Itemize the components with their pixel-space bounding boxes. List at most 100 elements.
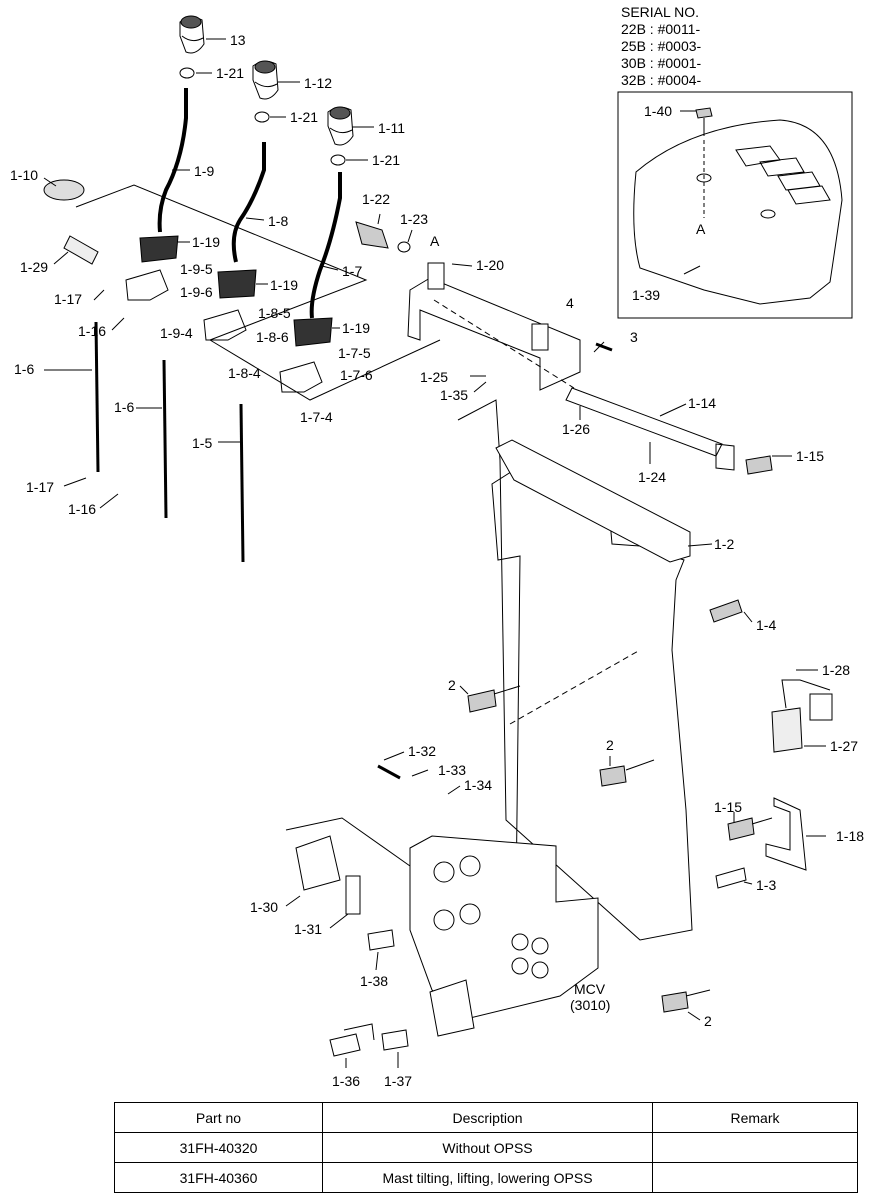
fitting-1-37 <box>381 1029 409 1051</box>
cover-1-39 <box>633 119 843 305</box>
callout-1-12: 1-12 <box>304 75 332 91</box>
serial-line-25b: 25B : #0003- <box>621 38 702 54</box>
nut-1-21-b <box>254 111 270 123</box>
bolt-2-c <box>661 989 711 1013</box>
callout-1-19-c: 1-19 <box>342 320 370 336</box>
callout-1-4: 1-4 <box>756 617 776 633</box>
callout-1-9: 1-9 <box>194 163 214 179</box>
rod-1-6-a <box>94 321 100 473</box>
knob-1-12 <box>252 60 279 100</box>
bolt-1-15-a <box>745 455 773 475</box>
callout-1-6-b: 1-6 <box>114 399 134 415</box>
bracket-outline-2 <box>209 339 441 401</box>
nut-1-21-a <box>179 67 195 79</box>
callout-1-21-b: 1-21 <box>290 109 318 125</box>
bolt-1-32 <box>377 764 401 780</box>
callout-a-1: A <box>430 233 440 249</box>
callout-1-27: 1-27 <box>830 738 858 754</box>
bracket-1-20 <box>407 277 581 391</box>
callout-1-39: 1-39 <box>632 287 660 303</box>
boot-1-19-c <box>293 317 333 347</box>
bracket-1-30 <box>295 835 341 891</box>
callout-1-16-b: 1-16 <box>68 501 96 517</box>
callout-1-8-4: 1-8-4 <box>228 365 261 381</box>
sensor-1-27 <box>771 707 803 753</box>
plug-1-10 <box>43 179 85 201</box>
callout-1-2: 1-2 <box>714 536 734 552</box>
table-row: 31FH-40320 Without OPSS <box>114 1132 858 1163</box>
parts-table-header-row: Part no Description Remark <box>114 1102 858 1133</box>
callout-1-19-a: 1-19 <box>192 234 220 250</box>
callout-1-9-4: 1-9-4 <box>160 325 193 341</box>
bracket-outline-1 <box>75 184 368 341</box>
bolt-1-15-b <box>727 817 773 841</box>
callout-1-35: 1-35 <box>440 387 468 403</box>
lever-base-3 <box>279 361 323 393</box>
tube-1-29 <box>63 235 99 265</box>
cover-inset-box <box>617 91 853 319</box>
shaft-1-14-end <box>715 443 735 471</box>
callout-1-3: 1-3 <box>756 877 776 893</box>
callout-1-23: 1-23 <box>400 211 428 227</box>
parts-diagram: 13 1-12 1-11 1-21 1-21 1-21 1-10 1-9 1-8… <box>10 15 864 1089</box>
cell-remark <box>652 1132 858 1163</box>
dashed-guides <box>433 299 641 725</box>
serial-line-22b: 22B : #0011- <box>621 21 701 37</box>
bolt-2-a <box>467 685 521 713</box>
callout-1-25: 1-25 <box>420 369 448 385</box>
lever-base-1 <box>125 269 169 301</box>
callout-1-24: 1-24 <box>638 469 666 485</box>
header-description: Description <box>322 1102 653 1133</box>
callout-4: 4 <box>566 295 574 311</box>
fitting-1-36 <box>329 1023 375 1057</box>
callout-1-28: 1-28 <box>822 662 850 678</box>
lever-base-2 <box>203 309 247 341</box>
callout-1-36: 1-36 <box>332 1073 360 1089</box>
cell-remark <box>652 1162 858 1193</box>
callout-1-14: 1-14 <box>688 395 716 411</box>
plate-outline-lower <box>285 817 411 867</box>
mcv-valve <box>409 835 599 1037</box>
switch-1-22 <box>355 221 389 249</box>
cover-slots <box>735 145 831 205</box>
callout-1-30: 1-30 <box>250 899 278 915</box>
callout-1-7-6: 1-7-6 <box>340 367 373 383</box>
bolt-1-3 <box>715 867 747 889</box>
nut-1-21-c <box>330 154 346 166</box>
callout-1-29: 1-29 <box>20 259 48 275</box>
fitting-1-38 <box>367 929 395 951</box>
cell-part-no: 31FH-40320 <box>114 1132 323 1163</box>
knob-1-11 <box>327 106 354 146</box>
callout-1-19-b: 1-19 <box>270 277 298 293</box>
callout-1-16-a: 1-16 <box>78 323 106 339</box>
cell-description: Without OPSS <box>322 1132 653 1163</box>
callout-1-21-a: 1-21 <box>216 65 244 81</box>
callout-1-6-a: 1-6 <box>14 361 34 377</box>
callout-1-20: 1-20 <box>476 257 504 273</box>
cable-1-27 <box>781 679 831 709</box>
header-part-no: Part no <box>114 1102 323 1133</box>
callout-2-c: 2 <box>704 1013 712 1029</box>
cell-part-no: 31FH-40360 <box>114 1162 323 1193</box>
callout-1-8-6: 1-8-6 <box>256 329 289 345</box>
bolt-3 <box>595 342 613 352</box>
bracket-1-18 <box>765 797 807 871</box>
bolt-1-4 <box>709 599 743 623</box>
plate-1-31 <box>345 875 361 915</box>
cell-description: Mast tilting, lifting, lowering OPSS <box>322 1162 653 1193</box>
callout-1-40: 1-40 <box>644 103 672 119</box>
callout-1-22: 1-22 <box>362 191 390 207</box>
callout-2-b: 2 <box>606 737 614 753</box>
callout-1-15-a: 1-15 <box>796 448 824 464</box>
bolt-2-b <box>599 759 655 787</box>
serial-title: SERIAL NO. <box>621 4 700 20</box>
serial-number-block: SERIAL NO. 22B : #0011- 25B : #0003- 30B… <box>621 4 701 89</box>
callout-1-5: 1-5 <box>192 435 212 451</box>
boot-1-19-b <box>217 269 257 299</box>
callout-1-7-4: 1-7-4 <box>300 409 333 425</box>
plate-1-2 <box>457 399 693 941</box>
callout-1-32: 1-32 <box>408 743 436 759</box>
callout-1-7-5: 1-7-5 <box>338 345 371 361</box>
header-remark: Remark <box>652 1102 858 1133</box>
lever-1-8 <box>231 142 266 263</box>
